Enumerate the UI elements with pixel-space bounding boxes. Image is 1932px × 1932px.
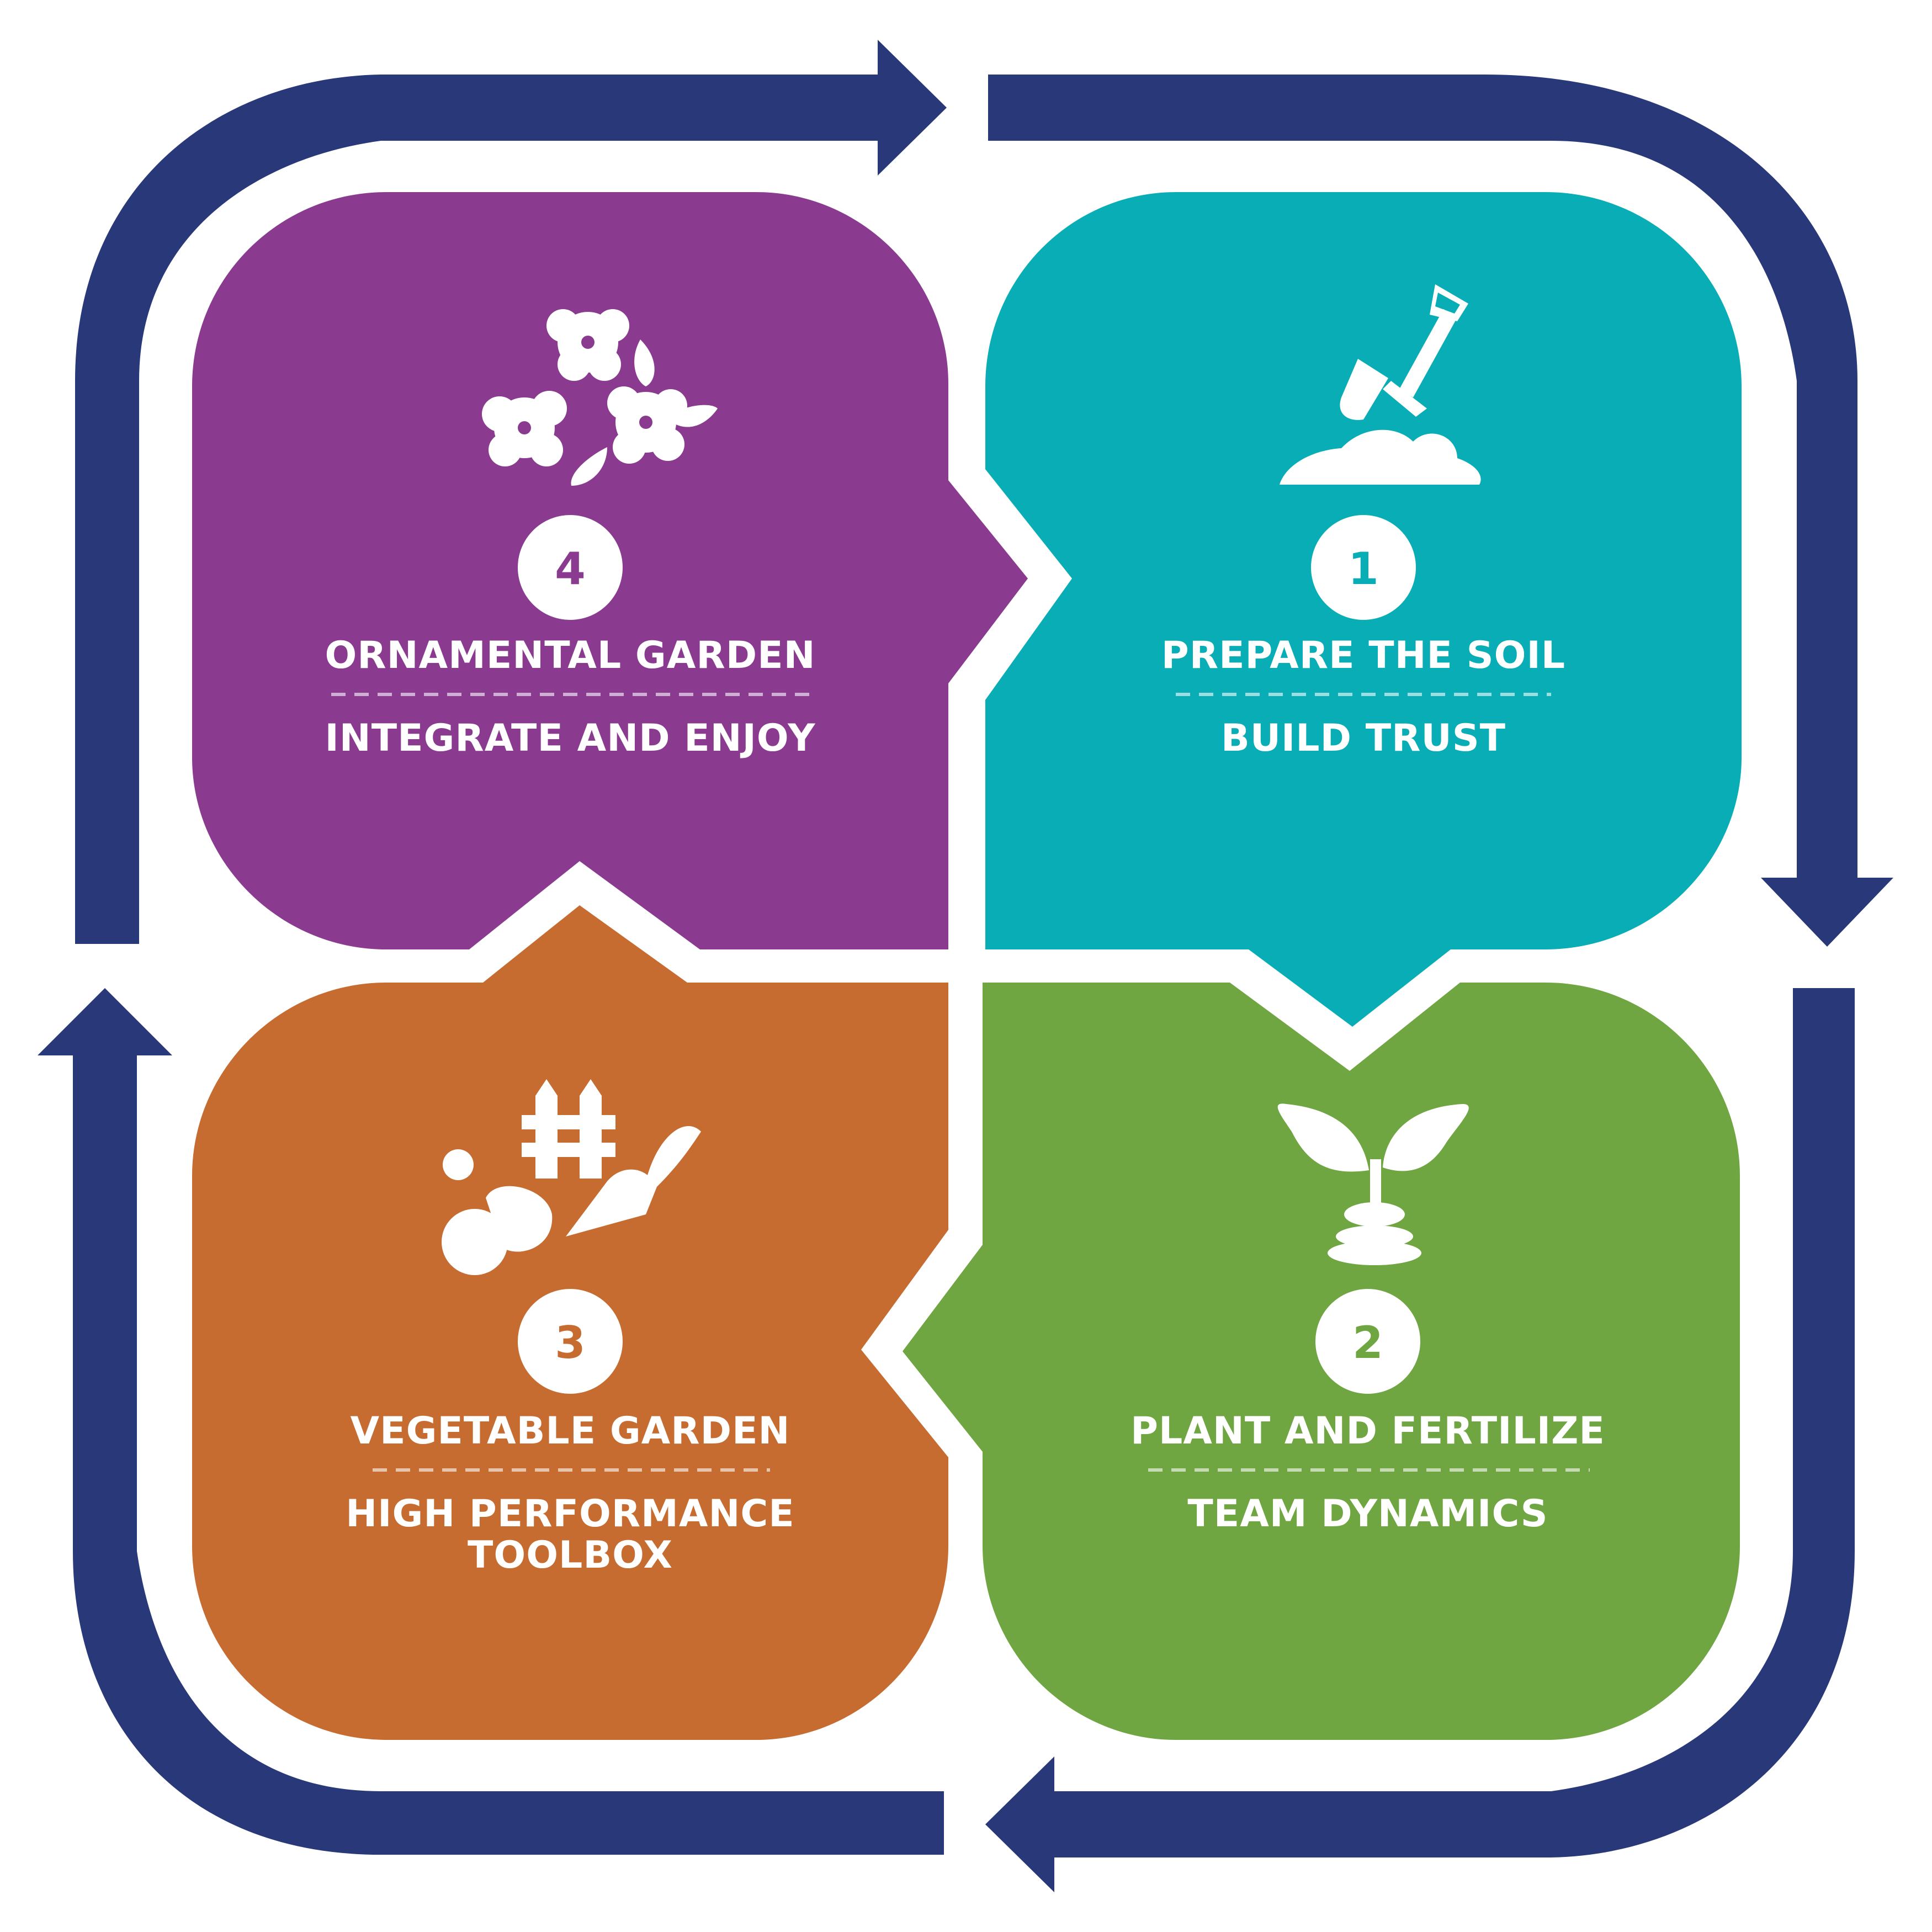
- stage-2-title: PLANT AND FERTILIZE: [1130, 1409, 1605, 1453]
- cycle-arrow-bottom: [985, 988, 1855, 1892]
- stage-4-number: 4: [555, 543, 586, 595]
- stage-4-title: ORNAMENTAL GARDEN: [325, 634, 815, 677]
- stage-3-title: VEGETABLE GARDEN: [351, 1409, 790, 1453]
- cycle-arrow-right: [988, 75, 1893, 947]
- sprout-icon: [1277, 1103, 1469, 1265]
- stage-1-number: 1: [1348, 543, 1379, 595]
- stage-1-subtitle: BUILD TRUST: [1221, 716, 1506, 760]
- stage-3-number: 3: [555, 1317, 586, 1368]
- shovel-soil-icon: [1280, 284, 1481, 485]
- stage-2-subtitle: TEAM DYNAMICS: [1187, 1492, 1548, 1536]
- stage-1-title: PREPARE THE SOIL: [1161, 634, 1565, 677]
- stage-3-subtitle-line1: HIGH PERFORMANCE: [346, 1492, 794, 1536]
- stage-1-number-badge: 1: [1311, 515, 1416, 620]
- stage-3-number-badge: 3: [518, 1289, 623, 1394]
- stage-4-number-badge: 4: [518, 515, 623, 620]
- stage-2-number: 2: [1352, 1317, 1383, 1368]
- cycle-arrows: [38, 40, 1893, 1892]
- cycle-arrow-left: [38, 988, 944, 1855]
- vegetables-fence-icon: [442, 1079, 701, 1275]
- stage-2-number-badge: 2: [1315, 1289, 1420, 1394]
- flowers-icon: [482, 309, 718, 486]
- stage-3-subtitle-line2: TOOLBOX: [468, 1533, 673, 1577]
- stage-4-subtitle: INTEGRATE AND ENJOY: [325, 716, 815, 760]
- cycle-arrow-top: [75, 40, 947, 944]
